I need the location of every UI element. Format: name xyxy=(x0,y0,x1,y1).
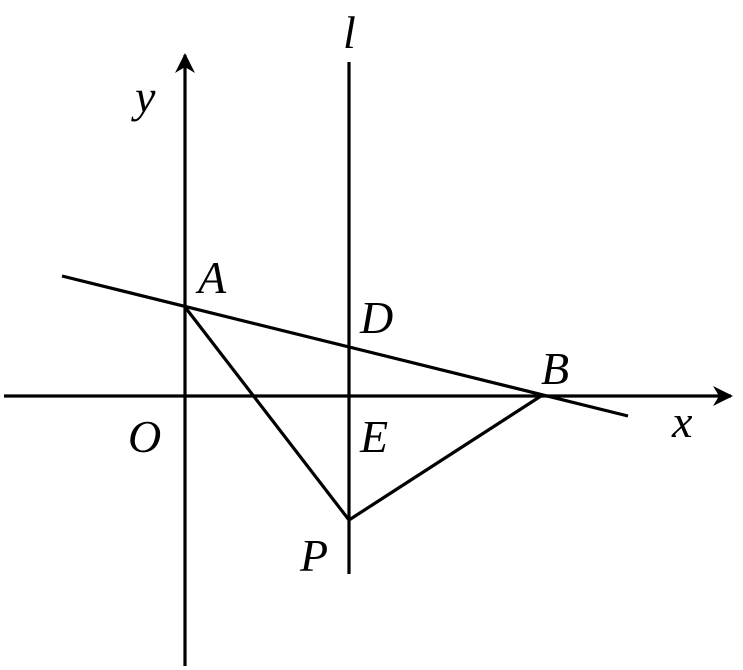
origin-label: O xyxy=(128,411,161,462)
point-b-label: B xyxy=(541,343,569,394)
segment-pb xyxy=(348,394,542,522)
line-l-label: l xyxy=(343,7,356,58)
point-d-label: D xyxy=(359,292,393,343)
segment-ap xyxy=(183,306,351,521)
point-e-label: E xyxy=(359,411,388,462)
point-a-label: A xyxy=(195,252,227,303)
line-ab xyxy=(61,274,629,418)
x-axis-label: x xyxy=(671,396,693,447)
point-p-label: P xyxy=(299,530,328,581)
y-axis-label: y xyxy=(131,71,156,122)
